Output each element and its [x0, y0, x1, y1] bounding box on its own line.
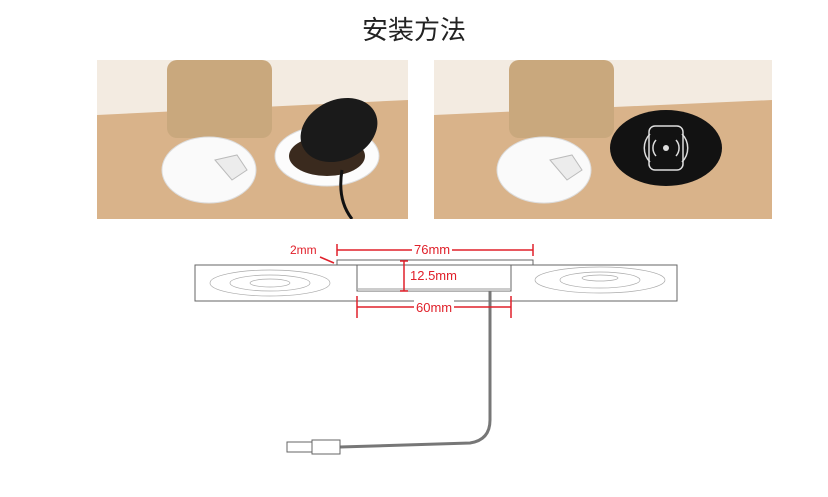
black-charger	[300, 97, 378, 163]
label-height: 12.5mm	[410, 268, 457, 283]
wood-vase	[167, 60, 272, 138]
photo-installing	[97, 60, 408, 219]
label-flange-thickness: 2mm	[288, 243, 319, 257]
usb-plug	[311, 439, 341, 455]
white-grommet	[161, 136, 257, 204]
page-title: 安装方法	[361, 16, 466, 46]
label-inner-diameter: 60mm	[414, 300, 455, 315]
photo-installed	[434, 60, 772, 219]
label-outer-diameter: 76mm	[412, 242, 453, 257]
